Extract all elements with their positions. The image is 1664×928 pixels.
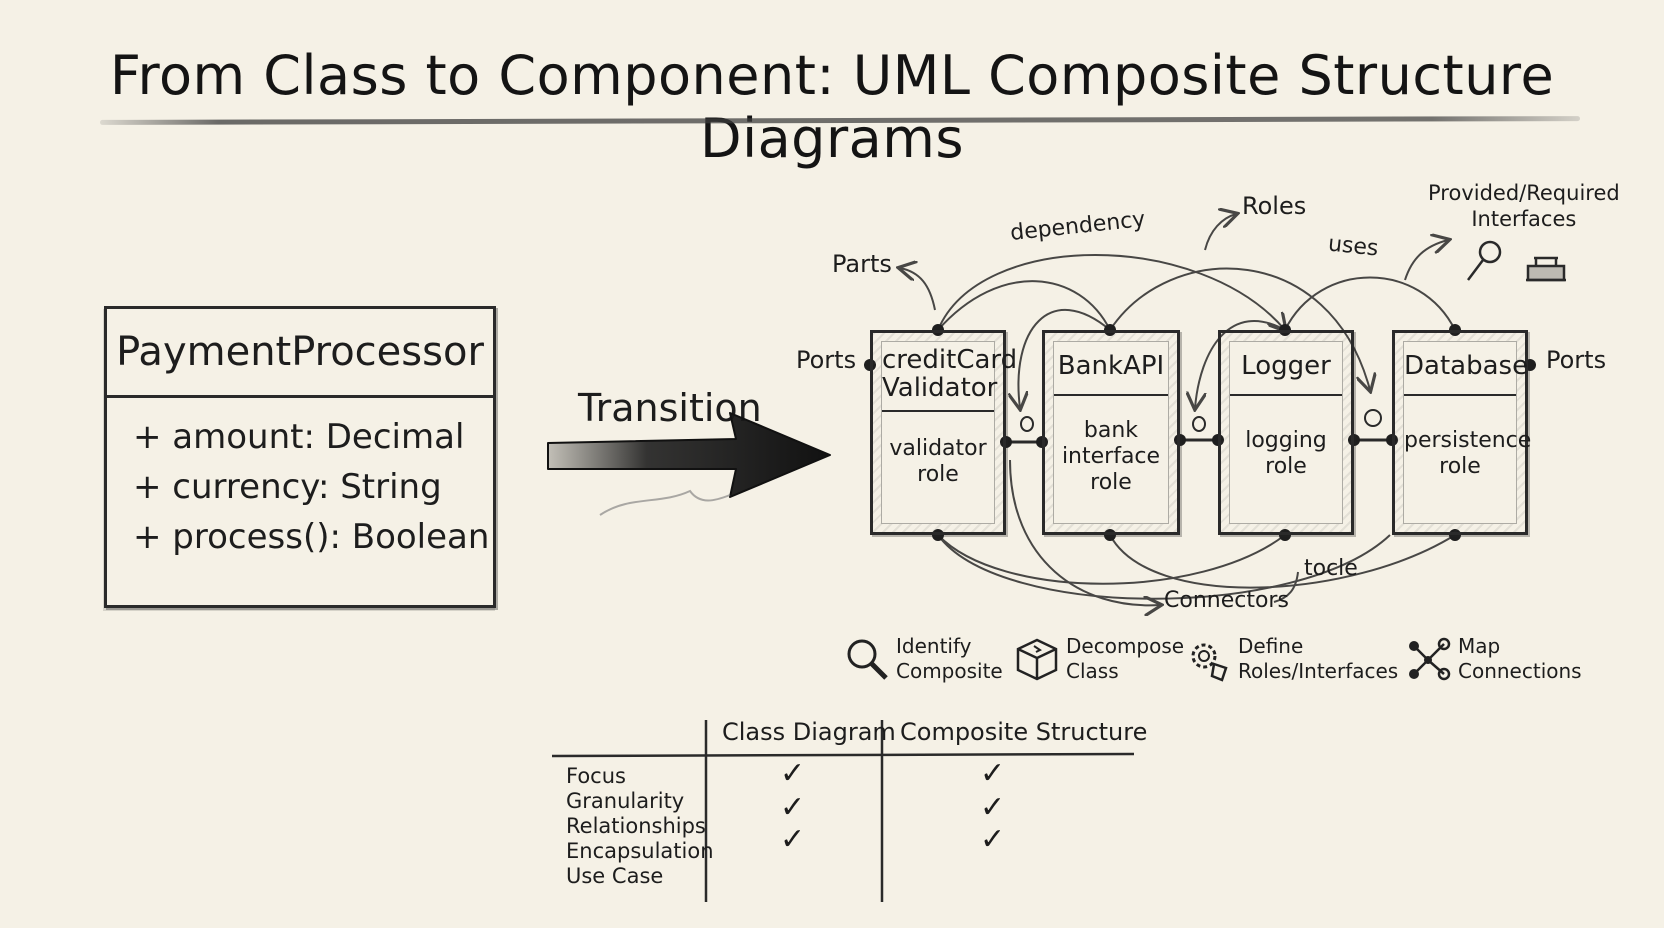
transition-arrow <box>547 412 831 516</box>
part-divider <box>882 410 994 412</box>
part-name: Logger <box>1241 351 1331 381</box>
magnifier-icon <box>847 639 888 680</box>
part-role: logging role <box>1245 428 1327 479</box>
label-ports-right: Ports <box>1546 346 1607 374</box>
class-box: PaymentProcessor + amount: Decimal + cur… <box>104 306 496 608</box>
part-database: Database persistence role <box>1392 330 1532 535</box>
network-icon <box>1409 637 1451 681</box>
class-attributes: + amount: Decimal + currency: String + p… <box>107 398 493 562</box>
check-mark: ✓ <box>780 756 806 791</box>
legend-text: Identify Composite <box>896 634 1003 683</box>
cube-icon <box>1016 638 1058 681</box>
row-label-encapsulation: Encapsulation <box>566 839 714 863</box>
part-divider <box>1054 394 1168 396</box>
check-mark: ✓ <box>980 822 1006 857</box>
part-divider <box>1404 394 1516 396</box>
transition-label: Transition <box>578 386 762 430</box>
check-mark: ✓ <box>980 756 1006 791</box>
label-tocle: tocle <box>1304 556 1358 581</box>
label-parts: Parts <box>832 250 892 278</box>
part-name: Database <box>1404 351 1529 381</box>
check-mark: ✓ <box>980 790 1006 825</box>
check-mark: ✓ <box>780 822 806 857</box>
check-mark: ✓ <box>780 790 806 825</box>
part-logger: Logger logging role <box>1218 330 1354 535</box>
column-header-class-diagram: Class Diagram <box>722 718 896 746</box>
legend-text: Map Connections <box>1458 634 1582 683</box>
part-bankapi: BankAPI bank interface role <box>1042 330 1180 535</box>
class-attribute-currency: + currency: String <box>133 467 442 507</box>
legend-text: Define Roles/Interfaces <box>1238 634 1399 683</box>
part-role: validator role <box>889 436 987 487</box>
row-label-use-case: Use Case <box>566 864 664 888</box>
class-method-process: + process(): Boolean <box>133 517 490 557</box>
label-interfaces: Provided/Required Interfaces <box>1428 181 1620 231</box>
interface-icons <box>1467 240 1566 282</box>
row-label-focus: Focus <box>566 764 626 788</box>
label-ports-left: Ports <box>796 346 857 374</box>
label-connectors: Connectors <box>1164 588 1289 613</box>
part-role: bank interface role <box>1061 418 1161 495</box>
gears-icon <box>1191 643 1228 682</box>
row-label-granularity: Granularity <box>566 789 685 813</box>
class-attribute-amount: + amount: Decimal <box>133 417 465 457</box>
part-divider <box>1230 394 1342 396</box>
label-roles: Roles <box>1242 192 1307 220</box>
class-name: PaymentProcessor <box>107 309 493 398</box>
legend-text: Decompose Class <box>1066 634 1185 683</box>
part-name: BankAPI <box>1057 351 1165 381</box>
row-label-relationships: Relationships <box>566 814 706 838</box>
part-creditcard-validator: creditCard Validator validator role <box>870 330 1017 535</box>
part-role: persistence role <box>1404 428 1532 479</box>
column-header-composite-structure: Composite Structure <box>900 718 1148 746</box>
